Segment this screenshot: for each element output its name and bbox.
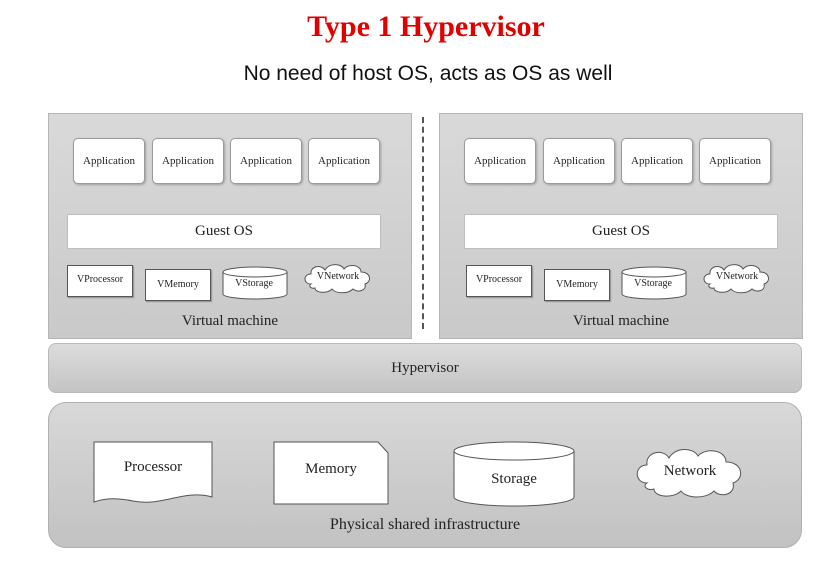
document-icon [93,441,213,503]
application-box: Application [308,138,380,184]
virtual-machine-label: Virtual machine [181,313,279,329]
vmemory-label: VMemory [157,279,199,290]
vstorage-label: VStorage [235,278,273,289]
vnetwork-label: VNetwork [316,271,360,282]
application-box: Application [73,138,145,184]
cylinder-icon [621,266,687,300]
memory-card-icon [273,441,389,505]
storage-label: Storage [491,471,537,487]
application-box: Application [464,138,536,184]
vmemory-box: VMemory [544,269,610,301]
vstorage-cylinder: VStorage [621,265,687,300]
application-box: Application [230,138,302,184]
physical-infrastructure: Processor Memory Storage Network Physica… [48,402,802,548]
vnetwork-cloud: VNetwork [700,262,774,294]
processor-label: Processor [123,459,183,475]
vmemory-label: VMemory [556,279,598,290]
application-box: Application [699,138,771,184]
vstorage-label: VStorage [634,278,672,289]
guest-os-box: Guest OS [67,214,381,249]
virtual-machine-label: Virtual machine [572,313,670,329]
cloud-icon [304,264,370,294]
hypervisor-layer: Hypervisor [48,343,802,393]
vstorage-cylinder: VStorage [222,265,288,300]
diagram-title: Type 1 Hypervisor [307,10,545,43]
memory-box: Memory [273,441,389,505]
vmemory-box: VMemory [145,269,211,301]
application-box: Application [543,138,615,184]
virtual-machine-2: Application Application Application Appl… [439,113,803,339]
virtual-machine-1: Application Application Application Appl… [48,113,412,339]
cylinder-icon [222,266,288,300]
vnetwork-label: VNetwork [715,271,759,282]
physical-infrastructure-label: Physical shared infrastructure [329,516,521,533]
network-label: Network [663,463,717,479]
application-box: Application [152,138,224,184]
vprocessor-box: VProcessor [67,265,133,297]
vm-divider [422,117,424,329]
vprocessor-label: VProcessor [76,274,124,285]
storage-cylinder: Storage [453,441,575,507]
vprocessor-box: VProcessor [466,265,532,297]
processor-box: Processor [93,441,213,505]
diagram-subtitle: No need of host OS, acts as OS as well [243,62,613,85]
network-cloud: Network [631,445,749,501]
database-icon [453,441,575,507]
application-box: Application [621,138,693,184]
cloud-icon [703,264,769,294]
guest-os-box: Guest OS [464,214,778,249]
cloud-icon [636,449,742,498]
vnetwork-cloud: VNetwork [301,262,375,294]
memory-label: Memory [305,461,357,477]
vprocessor-label: VProcessor [475,274,523,285]
